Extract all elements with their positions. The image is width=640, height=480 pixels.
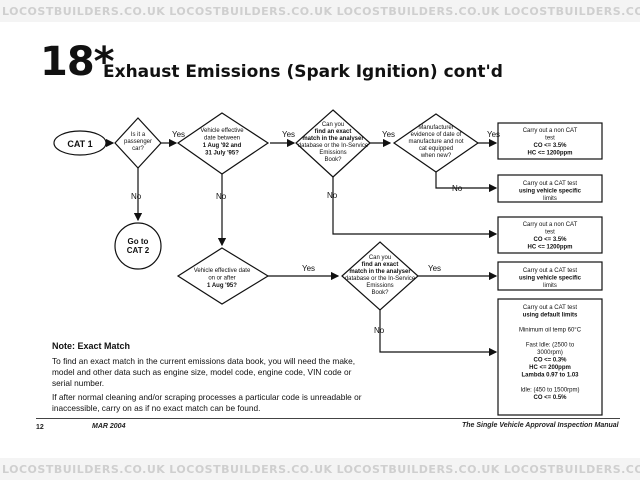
note-paragraph-2: If after normal cleaning and/or scraping… xyxy=(52,392,362,413)
note-paragraph-1: To find an exact match in the current em… xyxy=(52,356,355,388)
edge-label-yes-0: Yes xyxy=(172,130,185,139)
result-box-2 xyxy=(497,174,603,203)
watermark-text: LOCOSTBUILDERS.CO.UK xyxy=(503,463,640,476)
result-box-3 xyxy=(497,216,603,254)
watermark-text: LOCOSTBUILDERS.CO.UK xyxy=(169,463,333,476)
result-box-4 xyxy=(497,261,603,291)
start-label: CAT 1 xyxy=(67,139,92,149)
edge-label-no-6: No xyxy=(452,184,463,193)
start-terminal-cat-1 xyxy=(53,130,107,156)
decision-date-after-1995 xyxy=(176,247,270,305)
edge-label-no-7: No xyxy=(131,192,142,201)
edge-label-yes-4: Yes xyxy=(302,264,315,273)
edge-label-yes-2: Yes xyxy=(382,130,395,139)
footer-rule xyxy=(36,418,620,419)
watermark-text: LOCOSTBUILDERS.CO.UK xyxy=(2,463,166,476)
edge-label-no-10: No xyxy=(374,326,385,335)
result-box-1 xyxy=(497,122,603,160)
decision-manufacturer-evidence xyxy=(392,113,480,173)
edge-label-yes-1: Yes xyxy=(282,130,295,139)
watermark-text: LOCOSTBUILDERS.CO.UK xyxy=(336,463,500,476)
edge-label-yes-5: Yes xyxy=(428,264,441,273)
edge-label-yes-3: Yes xyxy=(487,130,500,139)
watermark-text: LOCOSTBUILDERS.CO.UK xyxy=(169,5,333,18)
watermark-text: LOCOSTBUILDERS.CO.UK xyxy=(2,5,166,18)
footer-date: MAR 2004 xyxy=(92,423,126,430)
goto-cat-2-terminal xyxy=(114,222,162,270)
decision-date-1992-1995 xyxy=(176,112,270,175)
footer-publication: The Single Vehicle Approval Inspection M… xyxy=(462,422,619,429)
decision-exact-match-1 xyxy=(295,109,371,178)
edge-label-no-8: No xyxy=(216,192,227,201)
edge-label-no-9: No xyxy=(327,191,338,200)
decision-exact-match-2 xyxy=(341,241,419,311)
section-number: 18* xyxy=(40,39,115,85)
footer-page-number: 12 xyxy=(36,424,44,431)
watermark-text: LOCOSTBUILDERS.CO.UK xyxy=(503,5,640,18)
decision-passenger-car xyxy=(114,117,162,169)
watermark-text: LOCOSTBUILDERS.CO.UK xyxy=(336,5,500,18)
section-title: Exhaust Emissions (Spark Ignition) cont'… xyxy=(103,62,503,82)
result-box-5 xyxy=(497,298,603,416)
note-title: Note: Exact Match xyxy=(52,341,131,351)
